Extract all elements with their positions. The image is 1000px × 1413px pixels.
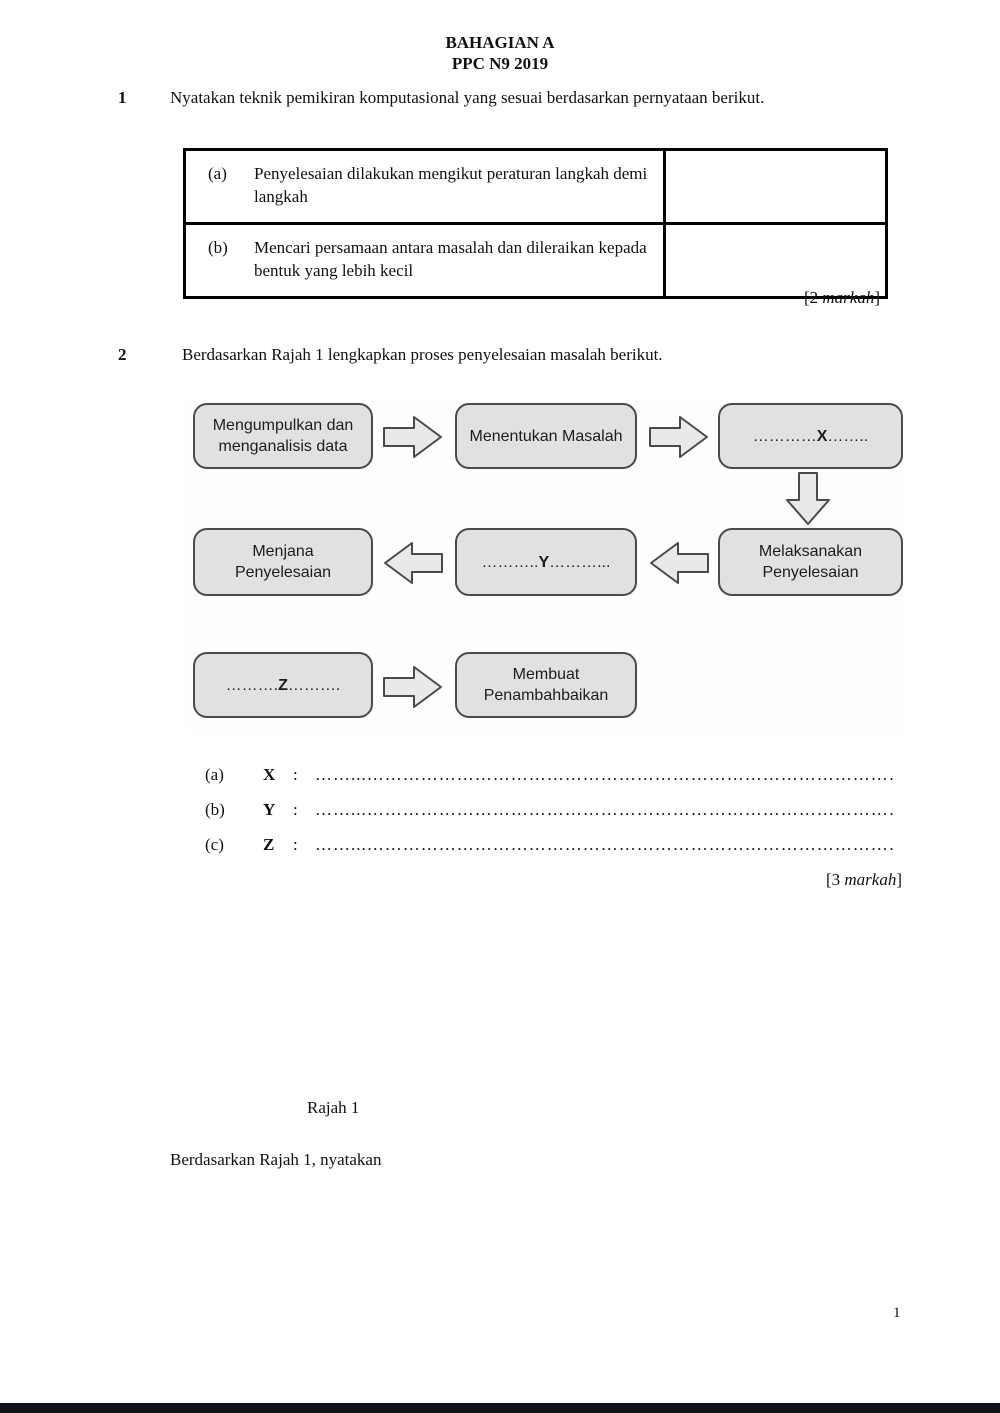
table-row: (b) Mencari persamaan antara masalah dan… [186, 225, 885, 296]
marks-q2: [3 markah] [825, 870, 902, 889]
section-title: BAHAGIAN A [445, 33, 555, 52]
statement-cell: (a) Penyelesaian dilakukan mengikut pera… [186, 151, 666, 222]
answer-cell [666, 151, 885, 222]
question-1-table: (a) Penyelesaian dilakukan mengikut pera… [183, 148, 888, 299]
dotted-line: ……...……………………………………………………………………………………………… [315, 800, 895, 819]
flow-box-implement-solution: Melaksanakan Penyelesaian [718, 528, 903, 596]
flow-box-z-blank: ……….Z………. [193, 652, 373, 718]
flow-box-collect-data: Mengumpulkan dan menganalisis data [193, 403, 373, 469]
blank-letter-y: Y [538, 553, 550, 571]
flow-box-determine-problem: Menentukan Masalah [455, 403, 637, 469]
dotted-line: ……...……………………………………………………………………………………………… [315, 835, 895, 854]
arrow-right-icon [383, 414, 443, 460]
flow-box-y-blank: ………..Y………... [455, 528, 637, 596]
arrow-right-icon [383, 664, 443, 710]
arrow-left-icon [649, 540, 709, 586]
question-1-text: Nyatakan teknik pemikiran komputasional … [170, 88, 765, 107]
statement-text: Penyelesaian dilakukan mengikut peratura… [254, 164, 648, 206]
row-label: (b) [208, 238, 228, 257]
answer-cell [666, 225, 885, 296]
marks-q1: [2 markah] [803, 288, 880, 307]
flow-box-generate-solution: Menjana Penyelesaian [193, 528, 373, 596]
answer-row-z: (c) Z : ……...………………………………………………………………………… [205, 835, 895, 870]
paper-code: PPC N9 2019 [451, 54, 549, 73]
question-2-text: Berdasarkan Rajah 1 lengkapkan proses pe… [182, 345, 663, 364]
dotted-line: ……...……………………………………………………………………………………………… [315, 765, 895, 784]
page-header: BAHAGIAN A PPC N9 2019 [0, 32, 1000, 74]
question-2-number: 2 [118, 345, 127, 364]
flow-box-x-blank: …………X…….. [718, 403, 903, 469]
page-edge-divider [0, 1403, 1000, 1413]
answer-row-y: (b) Y : ……...………………………………………………………………………… [205, 800, 895, 835]
blank-letter-x: X [816, 427, 828, 445]
answer-lines: (a) X : ……...………………………………………………………………………… [205, 765, 895, 870]
blank-letter-z: Z [278, 676, 288, 694]
footer-instruction: Berdasarkan Rajah 1, nyatakan [170, 1150, 382, 1169]
flow-box-make-improvement: Membuat Penambahbaikan [455, 652, 637, 718]
figure-caption: Rajah 1 [307, 1098, 360, 1117]
question-1-number: 1 [118, 88, 127, 107]
arrow-left-icon [383, 540, 443, 586]
arrow-right-icon [649, 414, 709, 460]
arrow-down-icon [785, 472, 831, 526]
statement-cell: (b) Mencari persamaan antara masalah dan… [186, 225, 666, 296]
page-number: 1 [893, 1305, 901, 1321]
table-row: (a) Penyelesaian dilakukan mengikut pera… [186, 151, 885, 225]
row-label: (a) [208, 164, 227, 183]
answer-row-x: (a) X : ……...………………………………………………………………………… [205, 765, 895, 800]
statement-text: Mencari persamaan antara masalah dan dil… [254, 238, 647, 280]
flowchart-rajah-1: Mengumpulkan dan menganalisis data Menen… [185, 398, 905, 733]
